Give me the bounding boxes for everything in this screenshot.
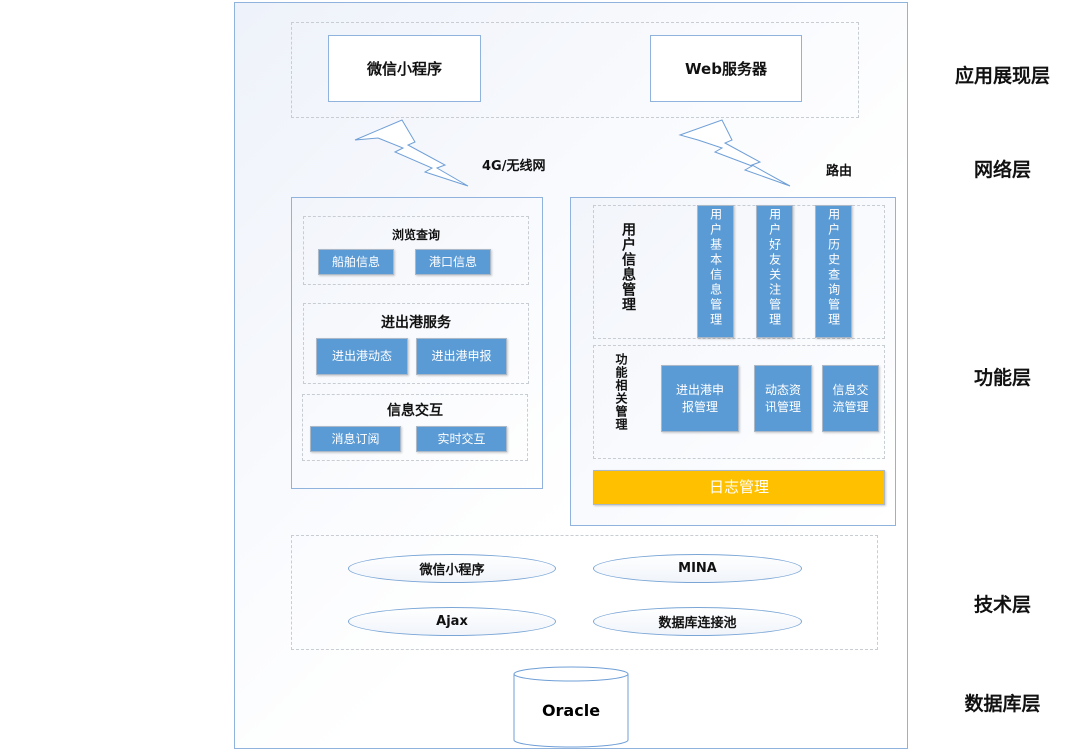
browse-title: 浏览查询 bbox=[391, 228, 440, 242]
layer-label-tech: 技术层 bbox=[973, 594, 1031, 616]
web-server-box: Web服务器 bbox=[650, 35, 802, 102]
wechat-miniprogram-box: 微信小程序 bbox=[328, 35, 481, 102]
tech-wechat: 微信小程序 bbox=[348, 554, 556, 583]
lightning-icon-left bbox=[354, 119, 469, 187]
user-history-button[interactable]: 用户历史查询管理 bbox=[815, 205, 852, 338]
layer-label-app: 应用展现层 bbox=[954, 65, 1050, 87]
func-manage-group bbox=[593, 345, 885, 459]
info-exchange-group bbox=[302, 394, 528, 461]
port-declaration-button[interactable]: 进出港申报 bbox=[416, 338, 507, 375]
lightning-icon-right bbox=[678, 119, 791, 187]
lightning-icons bbox=[354, 119, 791, 187]
message-subscribe-button[interactable]: 消息订阅 bbox=[310, 426, 401, 452]
user-info-title: 用户信息管理 bbox=[620, 222, 636, 312]
port-service-title: 进出港服务 bbox=[381, 315, 451, 331]
tech-mina: MINA bbox=[593, 554, 802, 583]
layer-label-function: 功能层 bbox=[973, 367, 1031, 389]
port-declaration-manage-button[interactable]: 进出港申报管理 bbox=[661, 365, 739, 432]
network-label-router: 路由 bbox=[826, 164, 853, 179]
port-service-group bbox=[303, 303, 529, 384]
user-basic-info-button[interactable]: 用户基本信息管理 bbox=[697, 205, 734, 338]
tech-layer-group bbox=[291, 535, 878, 650]
database-label: Oracle bbox=[541, 701, 601, 720]
news-manage-button[interactable]: 动态资讯管理 bbox=[754, 365, 812, 432]
tech-db-pool: 数据库连接池 bbox=[593, 607, 802, 636]
user-friend-button[interactable]: 用户好友关注管理 bbox=[756, 205, 793, 338]
user-info-group bbox=[593, 205, 885, 339]
app-layer-group bbox=[291, 22, 859, 118]
network-label-wireless: 4G/无线网 bbox=[482, 159, 546, 174]
layer-label-database: 数据库层 bbox=[964, 693, 1041, 715]
log-manage-button[interactable]: 日志管理 bbox=[593, 470, 885, 505]
func-manage-title: 功能相关管理 bbox=[614, 353, 628, 431]
tech-ajax: Ajax bbox=[348, 607, 556, 636]
port-info-button[interactable]: 港口信息 bbox=[415, 249, 491, 275]
info-exchange-title: 信息交互 bbox=[387, 403, 443, 419]
layer-label-network: 网络层 bbox=[973, 159, 1031, 181]
port-dynamics-button[interactable]: 进出港动态 bbox=[316, 338, 408, 375]
info-exchange-manage-button[interactable]: 信息交流管理 bbox=[822, 365, 879, 432]
database-cylinder-icon bbox=[513, 666, 629, 748]
browse-group bbox=[303, 216, 529, 285]
ship-info-button[interactable]: 船舶信息 bbox=[318, 249, 394, 275]
realtime-interaction-button[interactable]: 实时交互 bbox=[416, 426, 507, 452]
